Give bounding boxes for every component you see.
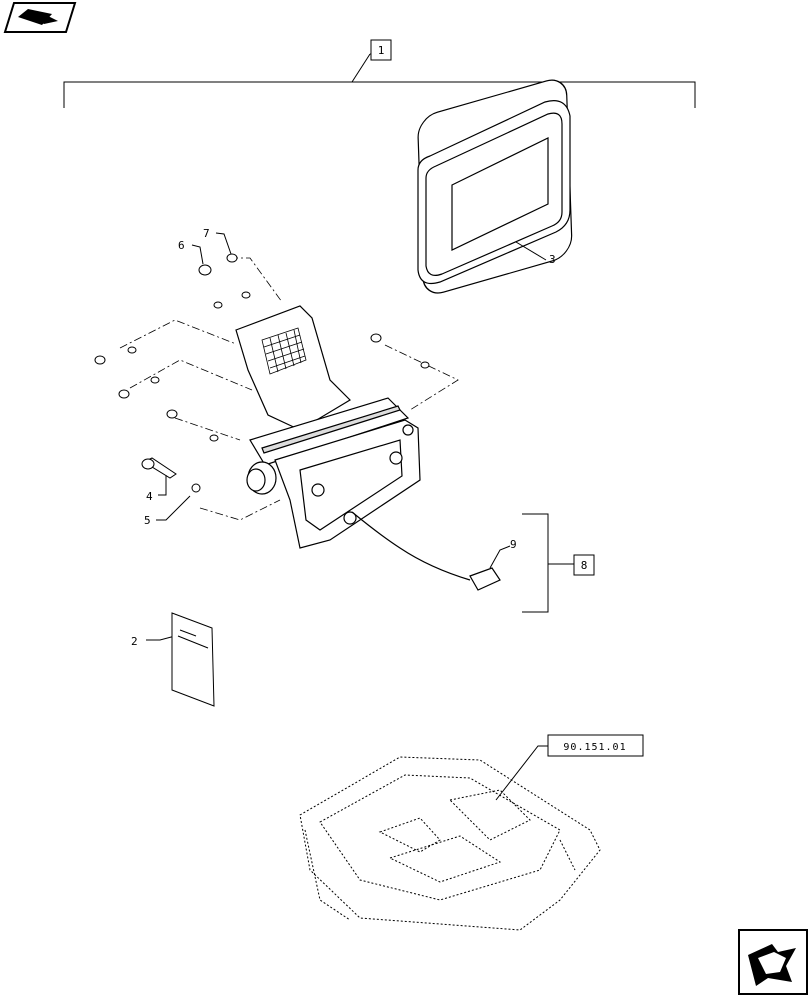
mount-assembly [235, 305, 421, 549]
cable-connector [351, 511, 501, 591]
callout-1: 1 [370, 39, 392, 61]
reference-leader [495, 745, 548, 801]
callout-6: 6 [178, 239, 185, 252]
bracket-8 [522, 513, 574, 613]
callout-9-leader [489, 545, 511, 569]
reference-box[interactable]: 90.151.01 [547, 734, 644, 757]
svg-text:8: 8 [581, 559, 588, 572]
display-screen-detail [417, 100, 571, 285]
callout-4: 4 [146, 490, 153, 503]
callout-9: 9 [510, 538, 517, 551]
prev-page-icon[interactable] [3, 2, 77, 33]
next-page-icon[interactable] [738, 929, 808, 995]
assembly-bracket [63, 53, 696, 108]
callout-8: 8 [573, 554, 595, 576]
callout-7: 7 [203, 227, 210, 240]
svg-text:90.151.01: 90.151.01 [563, 742, 626, 753]
callout-2: 2 [131, 635, 138, 648]
hardware-screws [94, 253, 430, 493]
callout-5: 5 [144, 514, 151, 527]
callout-leaders [146, 232, 232, 641]
manual-booklet [171, 612, 215, 707]
callout-3: 3 [549, 253, 556, 266]
svg-text:1: 1 [378, 44, 385, 57]
console-reference [299, 756, 601, 931]
